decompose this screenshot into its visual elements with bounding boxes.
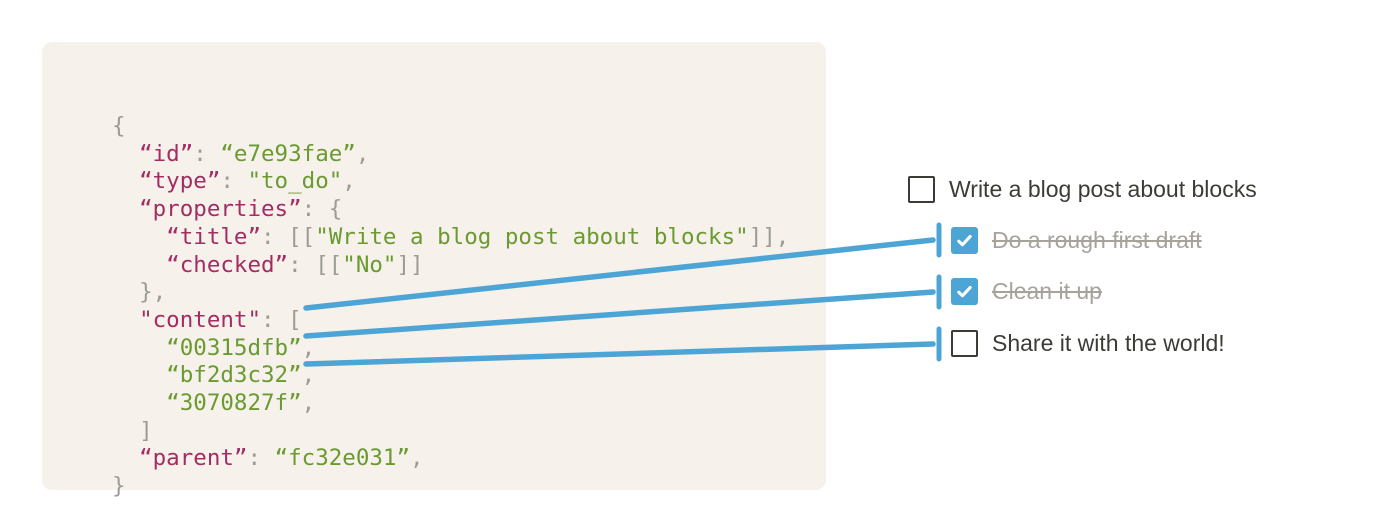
todo-item: Write a blog post about blocks	[908, 176, 1257, 203]
code-punctuation	[112, 224, 166, 250]
code-punctuation: :	[193, 140, 221, 167]
code-punctuation: : {	[301, 196, 343, 223]
code-punctuation: : [[	[288, 251, 343, 278]
code-punctuation: ,	[410, 445, 424, 472]
code-value: "Write a blog post about blocks"	[315, 223, 749, 250]
code-punctuation	[112, 196, 139, 222]
code-key: "content"	[139, 306, 262, 333]
code-key: “id”	[139, 140, 194, 167]
code-punctuation: :	[247, 445, 275, 472]
unchecked-checkbox-icon[interactable]	[951, 330, 978, 357]
todo-item: Clean it up	[951, 278, 1102, 305]
code-punctuation: ]]	[396, 251, 424, 278]
code-value: “3070827f”	[166, 390, 302, 417]
code-key: “type”	[139, 168, 221, 195]
todo-item: Share it with the world!	[951, 330, 1225, 357]
todo-label: Share it with the world!	[992, 330, 1225, 356]
code-punctuation: }	[112, 473, 126, 500]
code-key: “parent”	[139, 445, 248, 472]
code-punctuation: ,	[301, 362, 316, 389]
todo-item: Do a rough first draft	[951, 227, 1202, 254]
code-key: “title”	[166, 223, 262, 250]
code-punctuation: ]	[112, 417, 153, 444]
code-punctuation	[112, 307, 139, 333]
code-punctuation	[112, 252, 166, 278]
code-punctuation	[112, 141, 139, 167]
json-code-box: { “id”: “e7e93fae”, “type”: "to_do", “pr…	[42, 42, 826, 499]
code-value: "to_do"	[247, 168, 343, 195]
todo-label: Write a blog post about blocks	[949, 176, 1257, 202]
code-punctuation	[112, 168, 139, 194]
unchecked-checkbox-icon[interactable]	[908, 176, 935, 203]
code-punctuation: {	[112, 113, 126, 139]
code-punctuation: : [[	[261, 223, 316, 250]
code-value: “fc32e031”	[274, 445, 411, 472]
code-punctuation	[112, 362, 166, 388]
checked-checkbox-icon[interactable]	[951, 227, 978, 254]
code-punctuation	[112, 335, 166, 361]
checked-checkbox-icon[interactable]	[951, 278, 978, 305]
code-key: “checked”	[166, 251, 289, 278]
code-punctuation	[112, 445, 139, 471]
code-punctuation: ,	[355, 140, 370, 167]
code-punctuation: ,	[301, 390, 316, 417]
code-punctuation: : [	[261, 306, 302, 333]
code-punctuation: ]],	[748, 223, 790, 250]
code-value: “00315dfb”	[166, 334, 302, 361]
todo-label: Do a rough first draft	[992, 227, 1202, 253]
code-punctuation: },	[112, 279, 167, 306]
json-code: { “id”: “e7e93fae”, “type”: "to_do", “pr…	[112, 113, 789, 501]
code-value: “e7e93fae”	[220, 140, 356, 167]
code-value: “bf2d3c32”	[166, 362, 302, 389]
code-key: “properties”	[139, 196, 302, 223]
code-punctuation: ,	[301, 334, 316, 361]
code-punctuation: :	[220, 168, 248, 195]
code-punctuation	[112, 390, 166, 416]
todo-label: Clean it up	[992, 278, 1102, 304]
code-punctuation: ,	[342, 168, 356, 195]
code-value: "No"	[342, 251, 397, 278]
